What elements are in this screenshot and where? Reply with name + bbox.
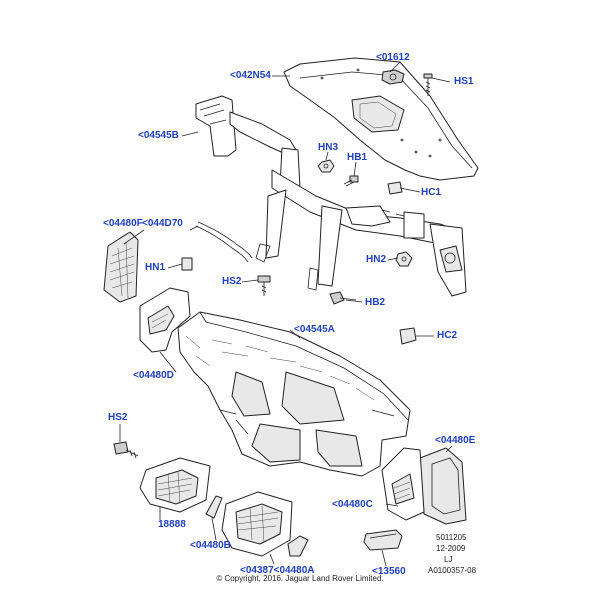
callout-hb2[interactable]: HB2 — [365, 297, 386, 308]
callout-04480f[interactable]: <04480F — [103, 218, 143, 229]
callout-hs1[interactable]: HS1 — [454, 76, 474, 87]
right-vent-housing-04480C — [381, 447, 425, 521]
callout-hs2-bottom[interactable]: HS2 — [108, 412, 128, 423]
reference-model: LJ — [444, 555, 453, 564]
callout-hn2[interactable]: HN2 — [366, 254, 387, 265]
callout-13560[interactable]: <13560 — [372, 566, 406, 577]
small-vent-04480B — [205, 495, 223, 519]
cross-beam-frame — [195, 95, 467, 297]
left-vent-04480F — [103, 231, 139, 303]
dash-top-panel — [283, 57, 479, 181]
cover-13560 — [363, 529, 403, 551]
callout-04387-04480a[interactable]: <04387<04480A — [240, 565, 315, 576]
callout-hn1[interactable]: HN1 — [145, 262, 166, 273]
callout-04480e[interactable]: <04480E — [435, 435, 476, 446]
wire-harness — [195, 221, 253, 263]
reference-date: 12-2009 — [436, 544, 466, 553]
copyright-notice: © Copyright, 2016. Jaguar Land Rover Lim… — [216, 574, 384, 583]
callout-18888[interactable]: 18888 — [158, 519, 186, 530]
callout-hn3[interactable]: HN3 — [318, 142, 339, 153]
fasteners — [113, 73, 433, 459]
callout-04480c[interactable]: <04480C — [332, 499, 373, 510]
callout-04545b[interactable]: <04545B — [138, 130, 179, 141]
callout-hb1[interactable]: HB1 — [347, 152, 368, 163]
reference-illustration-id: A0100357-08 — [428, 566, 477, 575]
leader-lines — [119, 61, 453, 567]
left-vent-housing-04480D — [139, 287, 191, 353]
instrument-panel-04545A — [177, 311, 411, 477]
callout-hc1[interactable]: HC1 — [421, 187, 442, 198]
callout-044d70[interactable]: <044D70 — [142, 218, 183, 229]
reference-number: 5011205 — [436, 533, 467, 542]
callout-hc2[interactable]: HC2 — [437, 330, 458, 341]
callout-01612[interactable]: <01612 — [376, 52, 410, 63]
callout-042n54[interactable]: <042N54 — [230, 70, 271, 81]
callout-04545a[interactable]: <04545A — [294, 324, 335, 335]
callout-04480b[interactable]: <04480B — [190, 540, 231, 551]
center-vent-04387 — [221, 491, 309, 557]
center-vent-18888 — [139, 457, 211, 513]
callout-hs2-top[interactable]: HS2 — [222, 276, 242, 287]
right-vent-04480E — [419, 447, 467, 525]
callout-04480d[interactable]: <04480D — [133, 370, 174, 381]
